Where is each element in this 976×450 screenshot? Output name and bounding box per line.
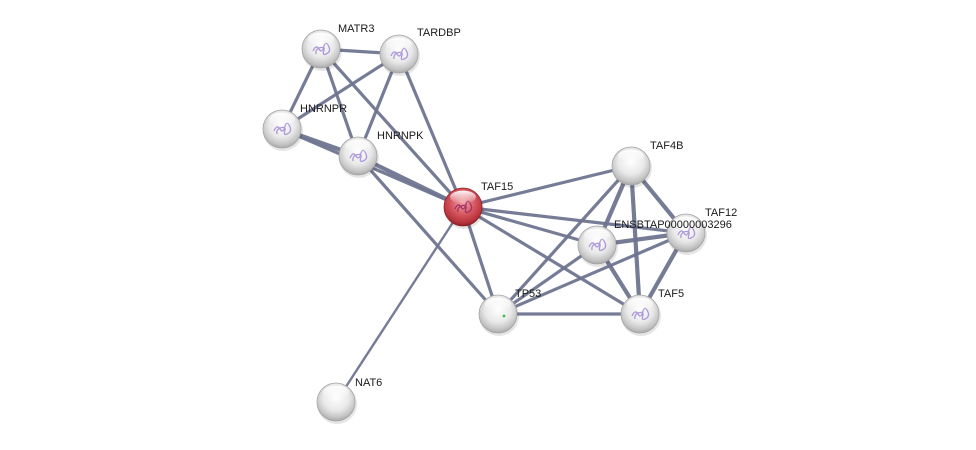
node-tardbp[interactable]: TARDBP — [379, 27, 461, 76]
edge-tardbp-taf15[interactable] — [397, 52, 465, 209]
protein-structure-icon — [349, 149, 368, 163]
edge-taf15-taf5[interactable] — [461, 205, 642, 316]
structure-dot-icon — [502, 314, 506, 318]
node-ensbtap[interactable]: ENSBTAP00000003296 — [577, 219, 732, 267]
node-gloss — [627, 297, 653, 311]
node-matr3[interactable]: MATR3 — [301, 23, 374, 71]
edge-ensbtap-tp53[interactable] — [496, 243, 599, 316]
node-label-hnrnpk: HNRNPK — [377, 130, 424, 142]
protein-structure-icon — [677, 226, 696, 240]
node-nat6[interactable]: NAT6 — [316, 377, 382, 424]
node-label-taf5: TAF5 — [658, 288, 684, 300]
node-gloss — [323, 385, 349, 399]
node-gloss — [485, 297, 511, 311]
node-label-tp53: TP53 — [515, 288, 541, 300]
node-taf4b[interactable]: TAF4B — [611, 140, 683, 188]
edge-hnrnpk-taf15[interactable] — [355, 153, 466, 210]
node-label-taf15: TAF15 — [481, 181, 513, 193]
edge-taf4b-tp53[interactable] — [496, 164, 633, 316]
node-taf5[interactable]: TAF5 — [620, 288, 684, 336]
node-gloss — [386, 37, 412, 51]
edge-hnrnpk-tp53[interactable] — [356, 154, 500, 316]
protein-structure-icon — [273, 122, 292, 136]
node-gloss — [584, 228, 610, 242]
node-label-hnrnpr: HNRNPR — [300, 103, 347, 115]
edge-taf12-tp53[interactable] — [496, 231, 688, 316]
node-hnrnpk[interactable]: HNRNPK — [338, 130, 424, 178]
node-hnrnpr[interactable]: HNRNPR — [262, 103, 347, 151]
edge-matr3-taf15[interactable] — [319, 47, 465, 209]
edge-taf15-taf4b[interactable] — [461, 164, 633, 209]
node-gloss — [308, 32, 334, 46]
node-gloss — [450, 190, 476, 204]
edge-taf15-ensbtap[interactable] — [461, 205, 599, 247]
node-label-ensbtap: ENSBTAP00000003296 — [614, 219, 732, 231]
protein-structure-icon — [588, 238, 607, 252]
node-gloss — [345, 139, 371, 153]
node-label-taf12: TAF12 — [705, 207, 737, 219]
protein-structure-icon — [454, 200, 473, 214]
edge-taf15-nat6[interactable] — [334, 205, 465, 404]
protein-structure-icon — [390, 47, 409, 61]
node-label-taf4b: TAF4B — [650, 140, 683, 152]
node-tp53[interactable]: TP53 — [478, 288, 541, 336]
edge-taf15-taf12[interactable] — [461, 205, 688, 235]
edge-tardbp-hnrnpr[interactable] — [280, 52, 401, 131]
protein-structure-icon — [312, 42, 331, 56]
node-gloss — [269, 112, 295, 126]
nodes-layer: MATR3 TARDBP HNRNPR HNRNPK TAF15 TAF4B TAF12EN… — [262, 23, 737, 424]
node-label-nat6: NAT6 — [355, 377, 382, 389]
node-taf12[interactable]: TAF12 — [666, 207, 737, 255]
node-gloss — [618, 149, 644, 163]
node-taf15[interactable]: TAF15 — [443, 181, 513, 229]
protein-structure-icon — [631, 307, 650, 321]
node-label-matr3: MATR3 — [338, 23, 374, 35]
node-gloss — [673, 216, 699, 230]
node-label-tardbp: TARDBP — [417, 27, 461, 39]
